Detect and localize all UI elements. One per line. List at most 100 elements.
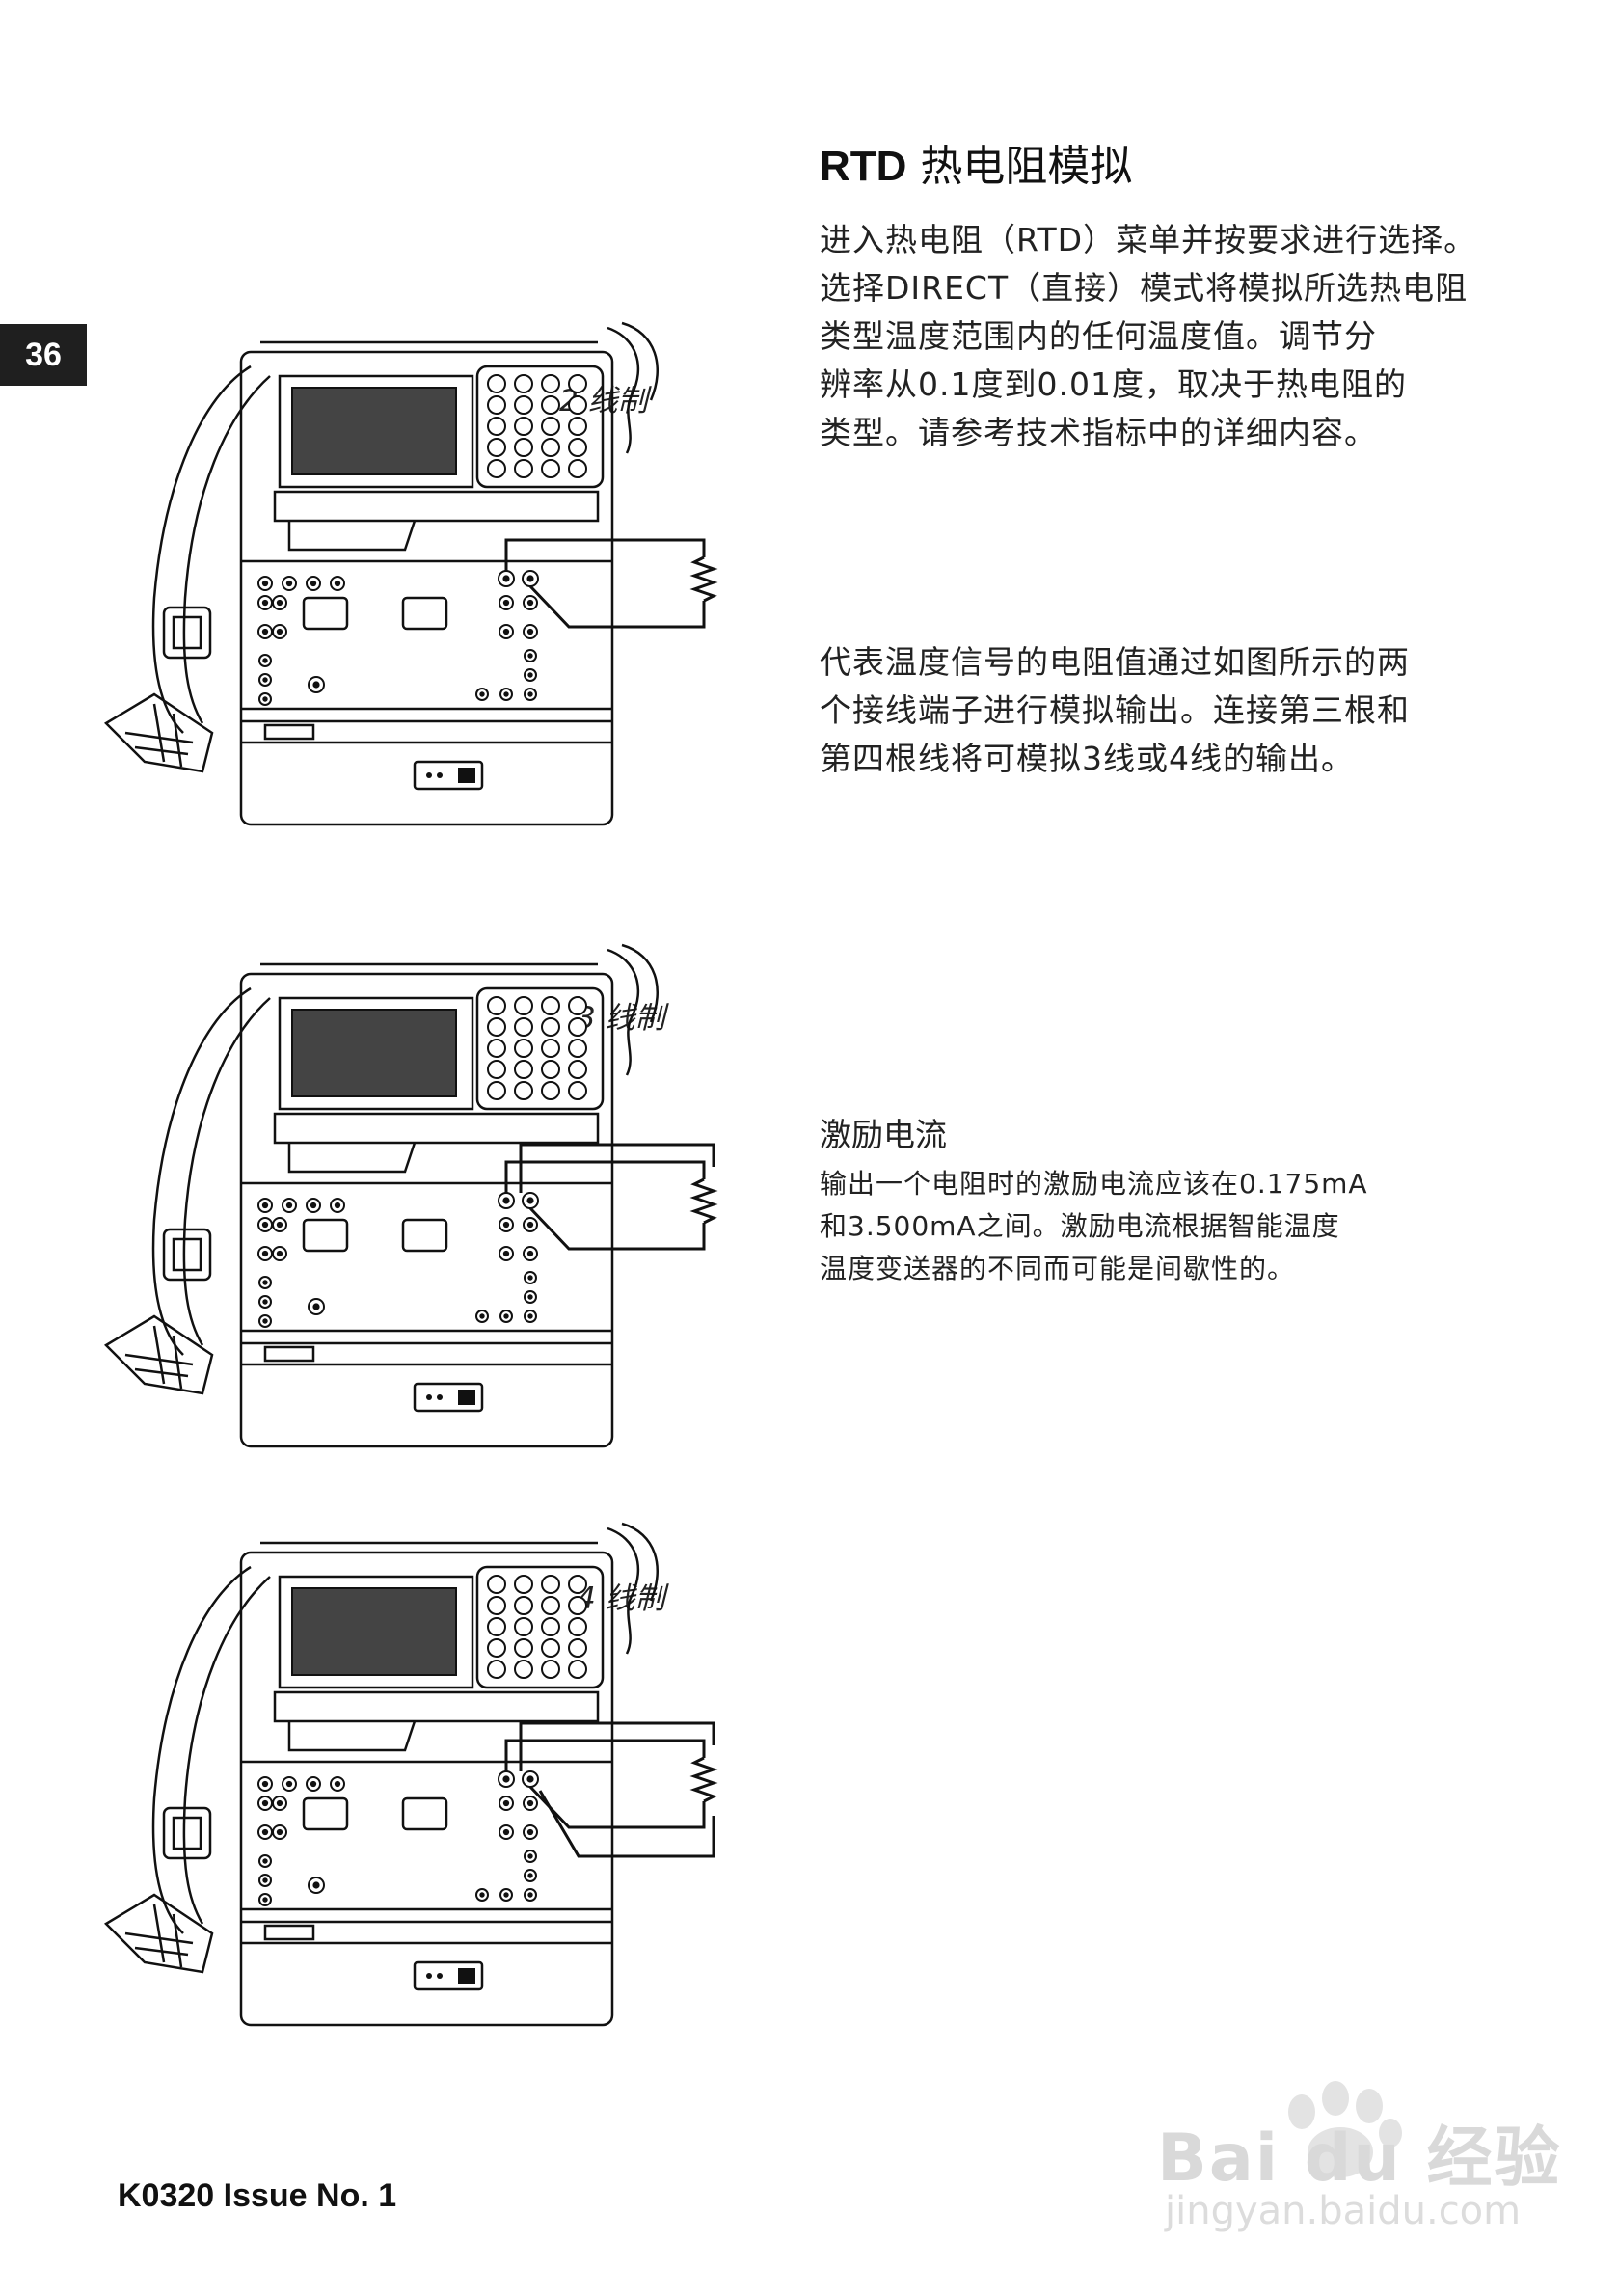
strap-pad-detail bbox=[124, 1325, 194, 1390]
terminal-core bbox=[261, 1799, 269, 1807]
terminal-core bbox=[526, 599, 534, 607]
keypad-key bbox=[541, 1575, 560, 1594]
lcd-screen bbox=[291, 387, 457, 475]
keypad-key bbox=[514, 395, 533, 415]
terminal-core bbox=[502, 1250, 510, 1257]
terminal-core bbox=[502, 1221, 510, 1229]
calibrator-4-wire-figure bbox=[103, 1522, 718, 2027]
terminal-core bbox=[479, 691, 485, 697]
wire-3 bbox=[519, 1143, 715, 1193]
keypad-key bbox=[514, 1039, 533, 1058]
keypad-key bbox=[487, 1081, 506, 1100]
terminal-core bbox=[503, 1892, 509, 1898]
terminal-core bbox=[527, 653, 533, 659]
power-port bbox=[413, 1960, 484, 1991]
calibrator-3-wire-figure bbox=[103, 943, 718, 1448]
strap-buckle bbox=[162, 606, 212, 660]
lcd-screen bbox=[291, 1009, 457, 1097]
terminal-core bbox=[262, 1299, 268, 1305]
keypad-key bbox=[514, 996, 533, 1015]
strap-right-edge bbox=[182, 997, 271, 1346]
strap-buckle bbox=[162, 1228, 212, 1282]
intro-paragraph: 进入热电阻（RTD）菜单并按要求进行选择。 选择DIRECT（直接）模式将模拟所… bbox=[820, 221, 1477, 451]
power-switch-icon bbox=[458, 768, 475, 783]
watermark-url: jingyan.baidu.com bbox=[1165, 2189, 1522, 2233]
terminal-core bbox=[527, 1275, 533, 1281]
terminal-core bbox=[312, 1303, 320, 1310]
screen-stand bbox=[287, 520, 417, 552]
screen-bezel bbox=[278, 374, 474, 489]
calibrator-device bbox=[103, 943, 718, 1448]
terminal-core bbox=[262, 696, 268, 702]
terminal-core bbox=[312, 1881, 320, 1889]
terminal-core bbox=[526, 1775, 534, 1783]
terminal-core bbox=[285, 580, 293, 587]
terminal-core bbox=[285, 1780, 293, 1788]
terminal-core bbox=[502, 1799, 510, 1807]
keypad-key bbox=[541, 395, 560, 415]
keypad-key bbox=[514, 1660, 533, 1679]
keypad-key bbox=[541, 996, 560, 1015]
keypad-key bbox=[568, 1575, 587, 1594]
wire-1 bbox=[504, 1160, 706, 1193]
page-number-tab: 36 bbox=[0, 324, 87, 386]
strap-pad-detail bbox=[124, 1904, 194, 1968]
keypad-key bbox=[514, 374, 533, 393]
terminal-core bbox=[334, 1202, 341, 1209]
calibrator-device bbox=[103, 1522, 718, 2027]
terminal-core bbox=[502, 628, 510, 635]
keypad-key bbox=[541, 1596, 560, 1615]
power-port bbox=[413, 1382, 484, 1413]
label-slot bbox=[263, 1345, 315, 1363]
terminal-core bbox=[502, 1775, 510, 1783]
terminal-core bbox=[276, 1250, 283, 1257]
terminal-core bbox=[526, 1828, 534, 1836]
terminal-core bbox=[527, 1873, 533, 1878]
terminal-core bbox=[261, 599, 269, 607]
terminal-core bbox=[261, 1202, 269, 1209]
keypad-key bbox=[487, 395, 506, 415]
strap-pad bbox=[103, 692, 214, 773]
excitation-heading: 激励电流 bbox=[820, 1116, 947, 1153]
terminal-panel bbox=[257, 570, 539, 706]
screen-shelf bbox=[273, 1112, 600, 1145]
baidu-paw-watermark-icon bbox=[1288, 2081, 1402, 2177]
display-window-right bbox=[401, 1796, 448, 1831]
keypad-key bbox=[487, 1060, 506, 1079]
terminal-core bbox=[276, 1799, 283, 1807]
keypad-key bbox=[514, 1575, 533, 1594]
terminal-core bbox=[262, 1280, 268, 1285]
wire-3 bbox=[519, 1721, 715, 1771]
terminal-core bbox=[479, 1313, 485, 1319]
terminal-core bbox=[261, 1221, 269, 1229]
terminal-core bbox=[502, 575, 510, 582]
display-window-left bbox=[302, 596, 349, 631]
port-pin bbox=[426, 1394, 432, 1400]
terminal-core bbox=[310, 1780, 317, 1788]
watermark-brand: Bai du 经验 bbox=[1157, 2120, 1562, 2197]
strap-buckle bbox=[162, 1806, 212, 1860]
device-body bbox=[239, 350, 614, 826]
strap-buckle-inner bbox=[172, 1816, 202, 1850]
terminal-core bbox=[526, 628, 534, 635]
screen-bezel bbox=[278, 1575, 474, 1689]
power-port bbox=[413, 760, 484, 791]
title-rtd: RTD bbox=[820, 143, 907, 190]
keypad bbox=[475, 365, 605, 489]
port-pin bbox=[437, 772, 443, 778]
terminal-core bbox=[276, 1221, 283, 1229]
strap-left-edge bbox=[151, 365, 252, 734]
rtd-wiring bbox=[504, 1721, 718, 1858]
keypad-key bbox=[514, 1060, 533, 1079]
terminal-core bbox=[310, 580, 317, 587]
keypad-key bbox=[541, 1638, 560, 1658]
strap-right-edge bbox=[182, 1576, 271, 1925]
keypad-key bbox=[487, 1660, 506, 1679]
power-switch-icon bbox=[458, 1968, 475, 1984]
terminal-core bbox=[285, 1202, 293, 1209]
terminal-core bbox=[502, 1197, 510, 1204]
keypad-key bbox=[541, 1617, 560, 1636]
keypad-key bbox=[541, 1039, 560, 1058]
terminal-core bbox=[502, 1828, 510, 1836]
terminal-core bbox=[261, 1828, 269, 1836]
